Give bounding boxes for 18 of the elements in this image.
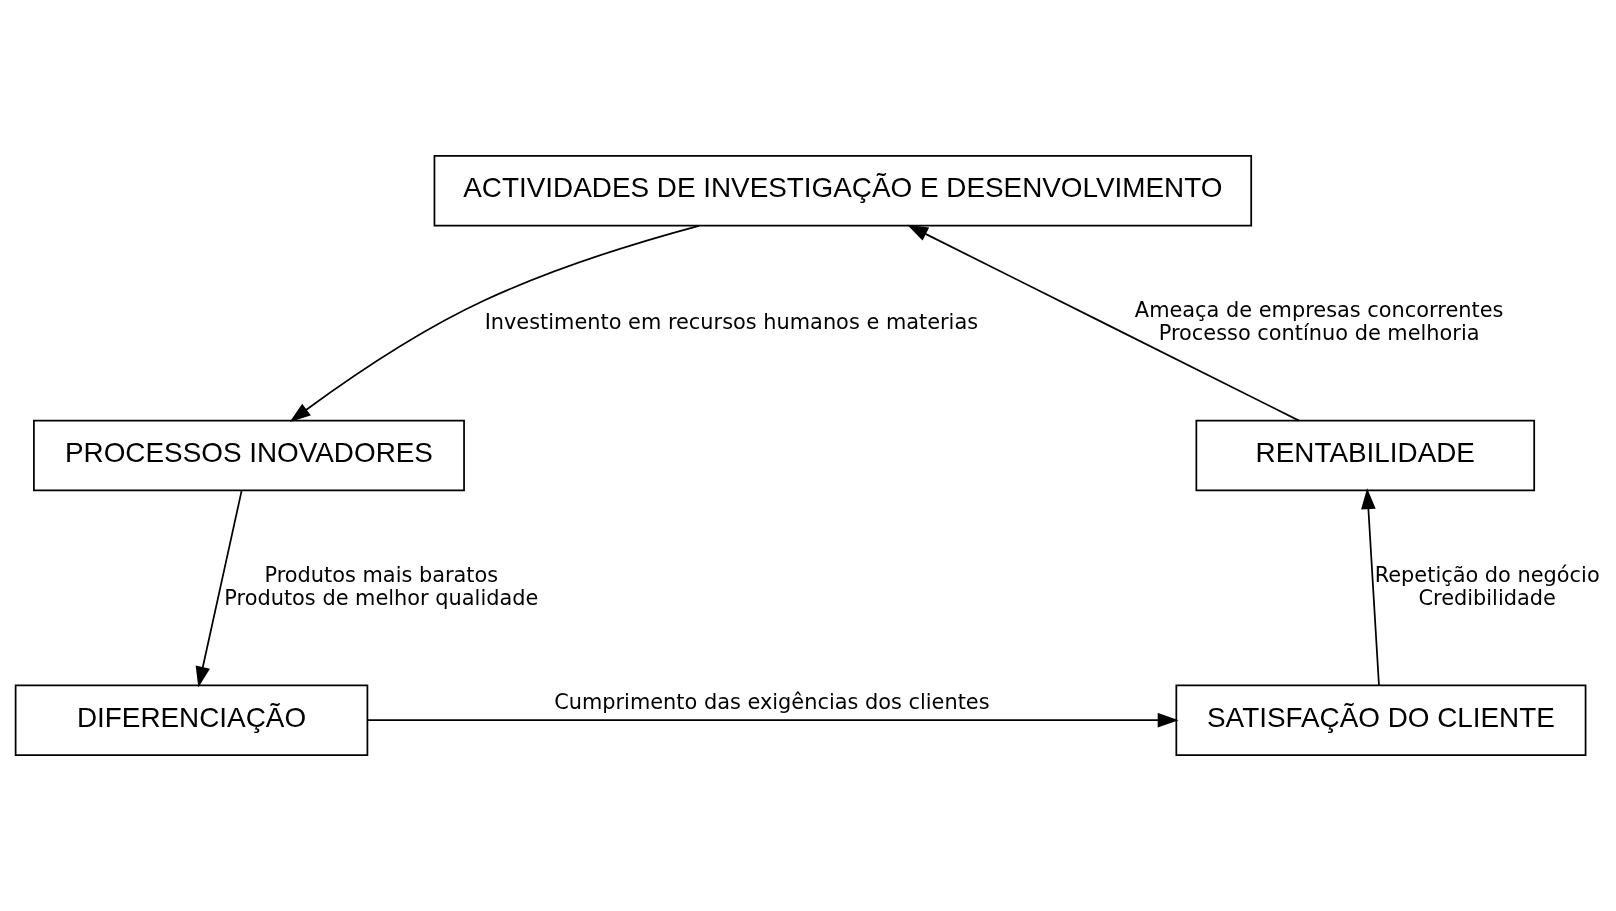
arrow <box>289 224 700 422</box>
arrow <box>366 712 1179 728</box>
edge-label: Repetição do negócio <box>1374 562 1600 587</box>
edge-label: Produtos de melhor qualidade <box>224 585 539 610</box>
edge-label: Investimento em recursos humanos e materias <box>484 309 979 334</box>
node-box: PROCESSOS INOVADORES <box>33 419 465 492</box>
edge-label: Produtos mais baratos <box>264 562 499 587</box>
arrow <box>1361 488 1380 686</box>
edge-label: Processo contínuo de melhoria <box>1158 320 1480 345</box>
node-box: SATISFAÇÃO DO CLIENTE <box>1175 684 1587 756</box>
node-box: ACTIVIDADES DE INVESTIGAÇÃO E DESENVOLVIMENTO <box>433 155 1253 227</box>
node-box: DIFERENCIAÇÃO <box>14 684 369 756</box>
edge-label: Cumprimento das exigências dos clientes <box>554 690 990 715</box>
arrow <box>907 224 1300 422</box>
edge-label: Ameaça de empresas concorrentes <box>1134 298 1504 323</box>
node-box: RENTABILIDADE <box>1195 419 1536 492</box>
edge-label: Credibilidade <box>1418 585 1556 610</box>
arrow <box>195 490 243 688</box>
